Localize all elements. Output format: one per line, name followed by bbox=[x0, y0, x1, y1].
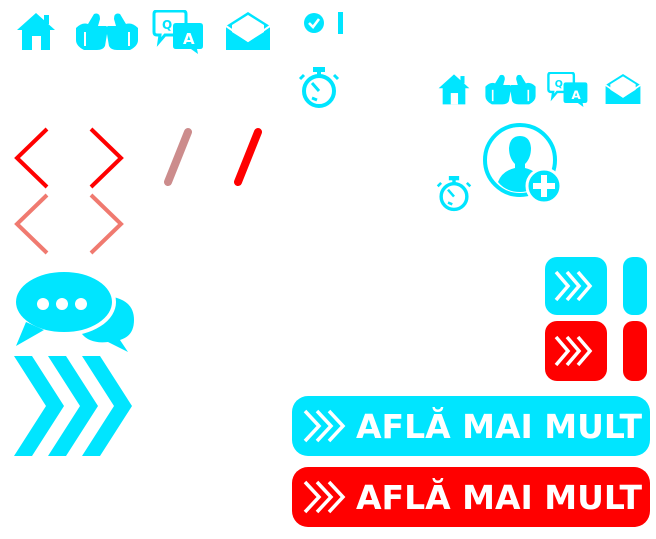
qa-q-letter: Q bbox=[162, 18, 172, 32]
timer-icon bbox=[298, 66, 340, 110]
triple-chevron-icon bbox=[12, 354, 136, 458]
qa-a-letter: A bbox=[571, 88, 581, 102]
qa-a-letter: A bbox=[183, 30, 195, 48]
check-circle-icon bbox=[303, 12, 325, 34]
learn-more-label: AFLĂ MAI MULT bbox=[356, 407, 642, 446]
learn-more-button[interactable]: AFLĂ MAI MULT bbox=[292, 396, 650, 456]
slash-icon bbox=[230, 126, 266, 190]
chevron-right-icon[interactable] bbox=[86, 126, 126, 190]
triple-chevron-icon bbox=[302, 408, 352, 444]
chevron-left-icon[interactable] bbox=[12, 126, 52, 190]
chat-bubbles-icon bbox=[12, 268, 136, 354]
thumbs-up-icon[interactable] bbox=[72, 10, 142, 52]
timer-icon bbox=[436, 175, 472, 213]
add-user-icon[interactable] bbox=[482, 122, 564, 206]
cursor-bar-icon bbox=[338, 12, 343, 34]
qa-chat-icon[interactable]: Q A bbox=[546, 72, 589, 107]
arrow-button[interactable] bbox=[544, 320, 648, 382]
slash-icon bbox=[160, 126, 196, 190]
triple-chevron-icon bbox=[302, 479, 352, 515]
learn-more-label: AFLĂ MAI MULT bbox=[356, 478, 642, 517]
learn-more-button[interactable]: AFLĂ MAI MULT bbox=[292, 467, 650, 527]
home-icon[interactable] bbox=[436, 72, 472, 106]
home-icon[interactable] bbox=[14, 10, 58, 52]
envelope-icon[interactable] bbox=[604, 72, 642, 106]
envelope-icon[interactable] bbox=[224, 10, 272, 52]
chevron-right-icon[interactable] bbox=[86, 192, 126, 256]
qa-chat-icon[interactable]: Q A bbox=[151, 10, 205, 54]
thumbs-up-icon[interactable] bbox=[482, 72, 539, 106]
arrow-button[interactable] bbox=[544, 256, 648, 316]
qa-q-letter: Q bbox=[555, 79, 563, 90]
chevron-left-icon[interactable] bbox=[12, 192, 52, 256]
